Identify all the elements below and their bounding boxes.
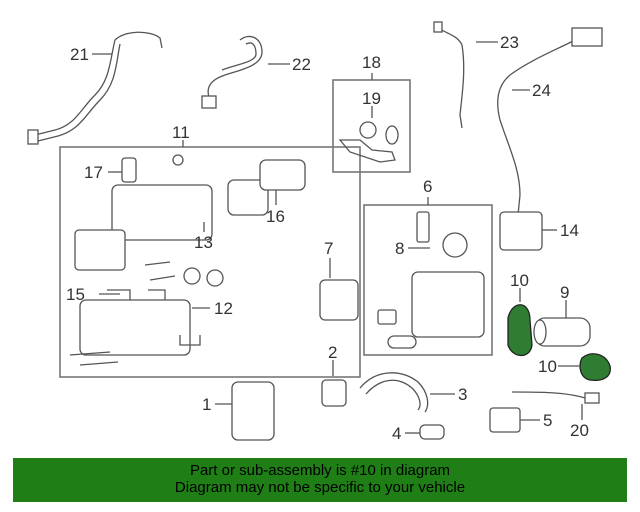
callout-12: 12 [214, 299, 233, 318]
part-19-valve [338, 121, 399, 163]
callout-15: 15 [66, 285, 85, 304]
banner-line-1: Part or sub-assembly is #10 in diagram [189, 462, 451, 479]
callout-3: 3 [458, 385, 467, 404]
part-24-sensor [497, 27, 603, 216]
callout-6: 6 [423, 177, 432, 196]
part-10-gasket-vertical [507, 304, 533, 357]
part-4-gasket [419, 424, 445, 440]
callout-4: 4 [392, 424, 401, 443]
banner-line-2: Diagram may not be specific to your vehi… [174, 479, 466, 496]
part-3-tube [359, 372, 429, 413]
callout-11: 11 [172, 123, 190, 142]
part-10-gasket-horizontal [579, 353, 611, 382]
part-1-housing [231, 381, 275, 441]
callout-5: 5 [543, 411, 552, 430]
group-box-11 [59, 146, 361, 378]
part-11-egr-assembly [69, 154, 306, 366]
callout-1: 1 [202, 395, 211, 414]
callout-10-horizontal: 10 [538, 357, 557, 376]
part-2-gasket [321, 379, 347, 407]
callout-9: 9 [560, 283, 569, 302]
callout-21: 21 [70, 45, 89, 64]
callout-8: 8 [395, 239, 404, 258]
part-21-hose [27, 31, 163, 145]
part-7-gasket [319, 279, 359, 321]
callout-24: 24 [532, 81, 551, 100]
callout-20: 20 [570, 421, 589, 440]
callout-7: 7 [324, 239, 333, 258]
callout-16: 16 [266, 207, 285, 226]
part-23-sensor [433, 21, 465, 129]
callout-14: 14 [560, 221, 579, 240]
part-9-sensor [533, 317, 591, 347]
callout-13: 13 [194, 233, 213, 252]
part-22-hose [201, 35, 263, 109]
callout-19: 19 [362, 89, 381, 108]
callout-17: 17 [84, 163, 103, 182]
callout-10-vertical: 10 [510, 271, 529, 290]
parts-diagram: 21 22 23 24 18 19 11 17 16 13 14 6 8 7 1… [27, 21, 611, 443]
part-5-bracket [489, 407, 521, 433]
callout-2: 2 [328, 343, 337, 362]
part-14-bracket [499, 211, 543, 251]
info-banner: Part or sub-assembly is #10 in diagram D… [13, 458, 627, 502]
part-20-sensor-wire [511, 391, 600, 404]
callout-18: 18 [362, 53, 381, 72]
callout-23: 23 [500, 33, 519, 52]
leader-lines [92, 41, 583, 434]
part-6-egr-valve [377, 211, 485, 349]
callout-22: 22 [292, 55, 311, 74]
